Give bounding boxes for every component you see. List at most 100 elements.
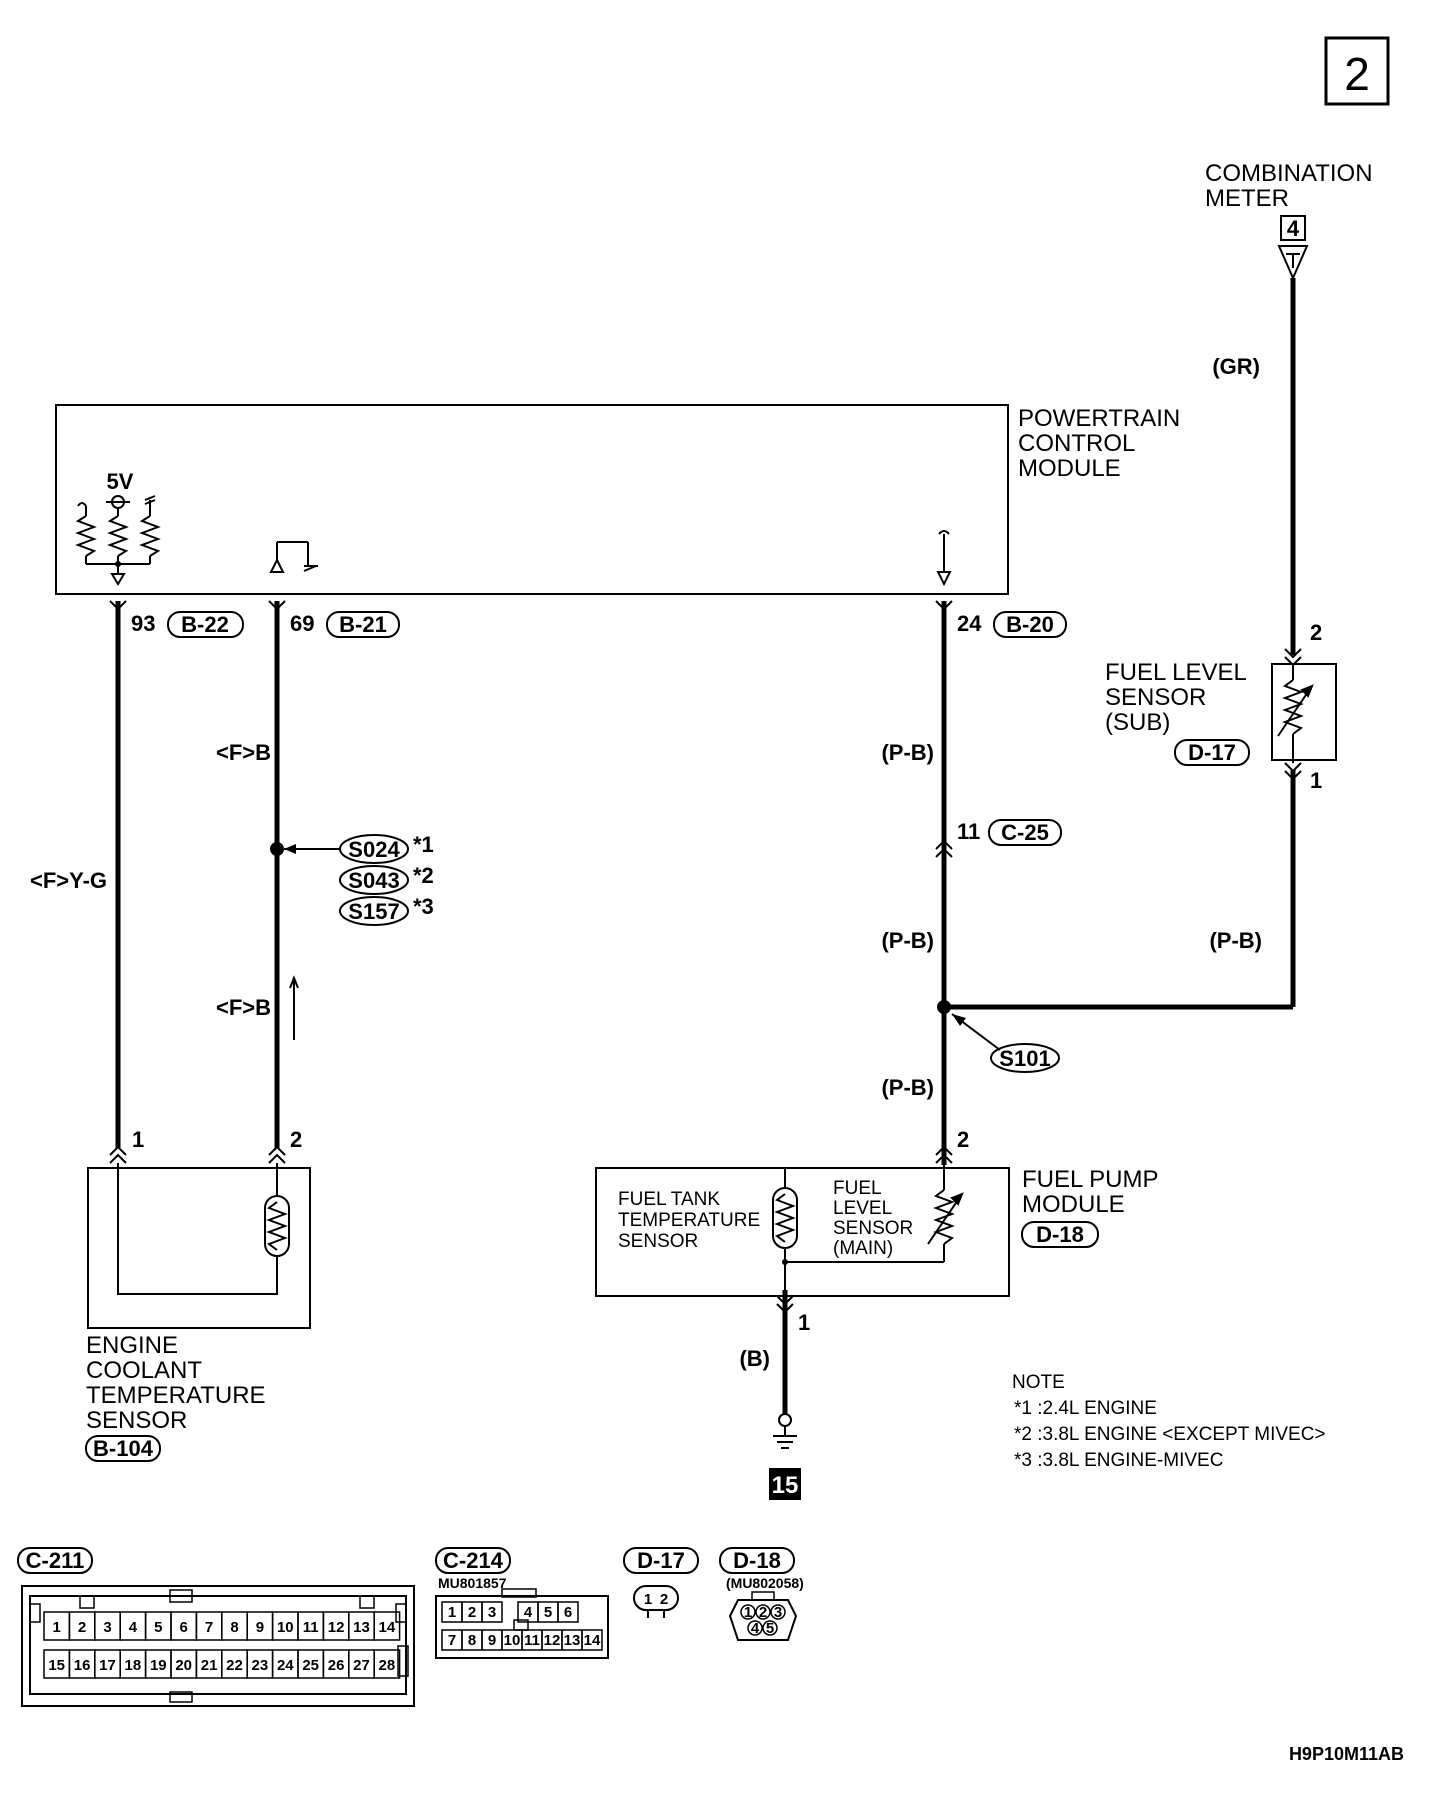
d18-pin-5: 5	[766, 1620, 774, 1637]
c211-pin-22: 22	[226, 1657, 243, 1674]
pcm-name-3: MODULE	[1018, 455, 1121, 482]
c211-pin-9: 9	[256, 1619, 264, 1636]
fuel-pump-pin2: 2	[957, 1127, 969, 1152]
c214-pin-7: 7	[448, 1632, 456, 1649]
powertrain-control-module: POWERTRAIN CONTROL MODULE 5V	[55, 404, 1180, 638]
c211-pin-8: 8	[230, 1619, 238, 1636]
pin24-connector: B-20	[1006, 612, 1054, 637]
c211-pin-25: 25	[302, 1657, 319, 1674]
splice-s043: S043	[348, 868, 399, 893]
c211-pin-18: 18	[125, 1657, 142, 1674]
notes: NOTE *1 :2.4L ENGINE *2 :3.8L ENGINE <EX…	[1012, 1372, 1326, 1471]
pcm-internal-circuit	[75, 495, 952, 587]
page-number: 2	[1344, 48, 1370, 100]
c214-pin-8: 8	[468, 1632, 476, 1649]
ect-name-1: ENGINE	[86, 1332, 178, 1359]
d18-pin-3: 3	[774, 1604, 782, 1621]
ect-name-2: COOLANT	[86, 1357, 202, 1384]
c211-pin-20: 20	[175, 1657, 192, 1674]
c211-pin-4: 4	[129, 1619, 138, 1636]
pin69-number: 69	[290, 611, 314, 636]
d18-pin-circle	[755, 1604, 771, 1620]
d18-pin-circle	[770, 1604, 786, 1620]
c211-pin-1: 1	[53, 1619, 61, 1636]
fuel-level-sensor-sub-name-3: (SUB)	[1105, 709, 1170, 736]
c211-pin-17: 17	[99, 1657, 116, 1674]
fuel-level-main-line2: LEVEL	[833, 1198, 892, 1219]
splice-s157-note: *3	[413, 894, 434, 919]
ground-point-number: 15	[772, 1472, 799, 1499]
combination-meter-terminal: 4	[1287, 216, 1300, 241]
c211-pin-16: 16	[74, 1657, 91, 1674]
pcm-name-2: CONTROL	[1018, 430, 1135, 457]
d17-pin-2: 2	[660, 1591, 668, 1608]
fuel-level-main-line3: SENSOR	[833, 1218, 913, 1239]
c211-pin-28: 28	[379, 1657, 396, 1674]
c214-pin-11: 11	[524, 1632, 540, 1649]
c211-pin-27: 27	[353, 1657, 370, 1674]
c211-pin-14: 14	[379, 1619, 396, 1636]
c211-pin-15: 15	[48, 1657, 65, 1674]
c211-cell	[373, 1649, 401, 1679]
c211-pin-7: 7	[205, 1619, 213, 1636]
c214-part: MU801857	[438, 1575, 507, 1591]
c211-pin-13: 13	[353, 1619, 370, 1636]
fuel-pump-name-2: MODULE	[1022, 1191, 1125, 1218]
c211-pin-2: 2	[78, 1619, 86, 1636]
wire-label-ect-ground-lower: <F>B	[216, 995, 271, 1020]
d18-pin-circle	[747, 1620, 763, 1636]
c214-pin-3: 3	[488, 1604, 496, 1621]
fuel-pump-connector: D-18	[1036, 1222, 1084, 1247]
note-3: *3 :3.8L ENGINE-MIVEC	[1014, 1450, 1223, 1471]
c211-pin-5: 5	[154, 1619, 162, 1636]
fuel-level-sensor-sub-name-1: FUEL LEVEL	[1105, 659, 1247, 686]
connector-c25: 11 C-25	[935, 819, 1062, 858]
c214-pin-13: 13	[564, 1632, 581, 1649]
ect-pin1: 1	[132, 1127, 144, 1152]
fuel-pump-module: 2 1 FUEL TANK TEMPERATURE SENSOR FUEL LE…	[595, 1127, 1158, 1335]
d18-pin-2: 2	[759, 1604, 767, 1621]
combination-meter-name-1: COMBINATION	[1205, 160, 1373, 187]
fuel-level-sensor-sub-connector: D-17	[1188, 740, 1236, 765]
splice-s043-note: *2	[413, 863, 434, 888]
c214-cell	[557, 1601, 579, 1623]
c214-pin-4: 4	[524, 1604, 533, 1621]
d18-part: (MU802058)	[726, 1575, 804, 1591]
fuel-level-main-line4: (MAIN)	[833, 1238, 893, 1259]
splice-s101-label: S101	[999, 1046, 1050, 1071]
c214-pin-14: 14	[584, 1632, 601, 1649]
c214-pin-2: 2	[468, 1604, 476, 1621]
c214-pin-6: 6	[564, 1604, 572, 1621]
wire-label-fuel-upper: (P-B)	[881, 740, 934, 765]
fuel-pump-pin1: 1	[798, 1310, 810, 1335]
page-number-box: 2	[1324, 36, 1390, 106]
splice-group: S024 *1 S043 *2 S157 *3	[270, 832, 434, 1040]
d18-pin-4: 4	[751, 1620, 760, 1637]
c25-connector: C-25	[1001, 820, 1049, 845]
c211-pin-10: 10	[277, 1619, 294, 1636]
c214-pin-10: 10	[504, 1632, 521, 1649]
fuel-level-sensor-sub-name-2: SENSOR	[1105, 684, 1206, 711]
c25-pin: 11	[957, 819, 980, 844]
d17-pin-1: 1	[644, 1591, 652, 1608]
c211-pin-12: 12	[328, 1619, 345, 1636]
fuel-tank-temp-line2: TEMPERATURE	[618, 1210, 760, 1231]
note-2: *2 :3.8L ENGINE <EXCEPT MIVEC>	[1014, 1424, 1326, 1445]
c214-pin-5: 5	[544, 1604, 552, 1621]
c214-pin-1: 1	[448, 1604, 456, 1621]
c211-pin-23: 23	[252, 1657, 269, 1674]
fuel-tank-temp-line3: SENSOR	[618, 1231, 698, 1252]
c214-label: C-214	[443, 1548, 504, 1573]
d18-pin-circle	[740, 1604, 756, 1620]
fuel-level-sensor-sub-pin1: 1	[1310, 768, 1322, 793]
c211-label: C-211	[26, 1548, 85, 1573]
wires	[115, 278, 1296, 1414]
c211-pin-24: 24	[277, 1657, 294, 1674]
